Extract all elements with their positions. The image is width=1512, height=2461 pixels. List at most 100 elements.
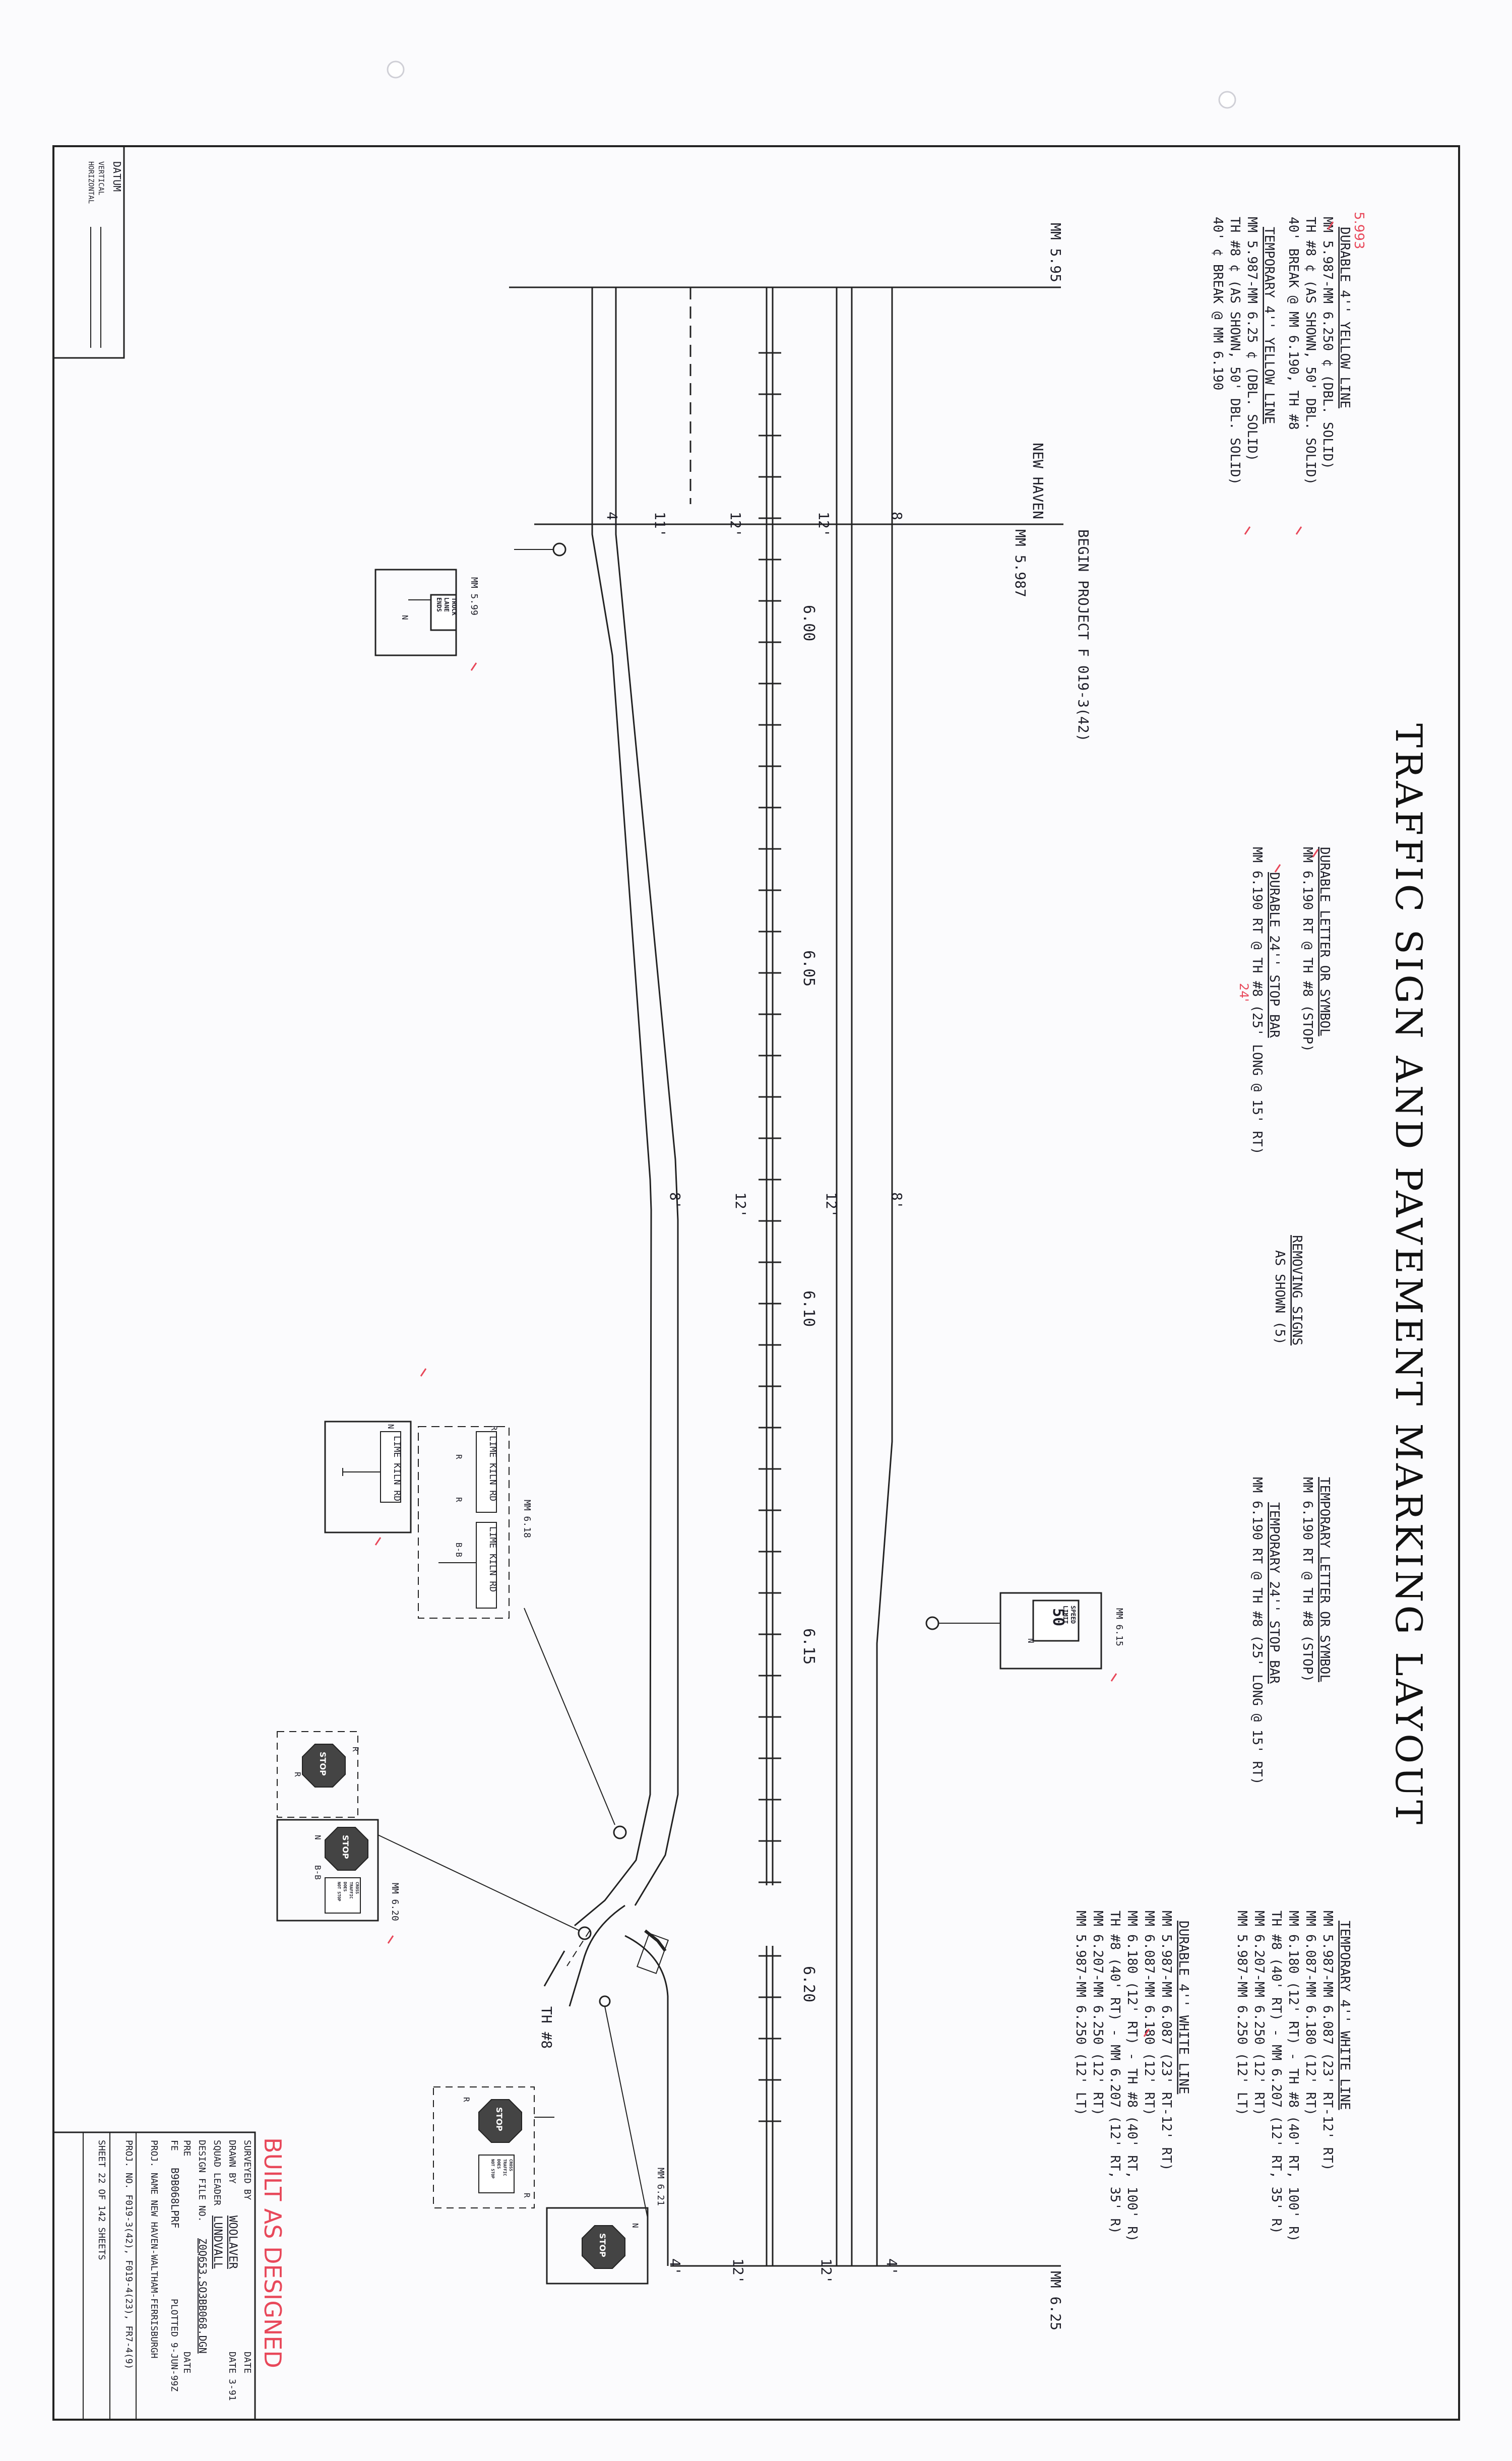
durable-letter-head: DURABLE LETTER OR SYMBOL: [1317, 847, 1332, 1036]
notes-durable-white: DURABLE 4'' WHITE LINE MM 5.987-MM 6.087…: [1073, 1911, 1191, 2242]
lane-width-label: 8': [889, 1192, 905, 1209]
tb-fe: FE: [169, 2140, 179, 2151]
tb-pre: PRE: [181, 2140, 192, 2157]
red-note: 5.993: [1351, 212, 1366, 249]
lane-width-label: 12': [732, 1192, 749, 1218]
station-label: 6.00: [800, 605, 817, 641]
durable-letter-l1: MM 6.190 RT @ TH #8 (STOP): [1300, 847, 1315, 1052]
sign-stop-621: STOP N MM 6.21: [546, 1995, 666, 2285]
tb-squad: SQUAD LEADER: [212, 2140, 222, 2205]
tb-proj-no: PROJ. NO. F019-3(42), F019-4(23), FR7-4(…: [123, 2140, 134, 2369]
datum-box: DATUM VERTICAL HORIZONTAL: [52, 145, 125, 359]
datum-label: DATUM: [111, 161, 123, 192]
yellow-d3: 40' BREAK @ MM 6.190, TH #8: [1286, 217, 1301, 430]
sign7-n: N: [631, 2223, 640, 2228]
durable-white-l1: MM 5.987-MM 6.087 (23' RT-12' RT): [1159, 1911, 1174, 2171]
lane-width-label: 12': [727, 512, 744, 537]
sign6-r: R: [462, 2097, 471, 2102]
punch-hole-right: [1218, 91, 1236, 109]
notes-yellow: DURABLE 4'' YELLOW LINE MM 5.987-MM 6.25…: [1210, 217, 1352, 485]
mm-end-label: MM 6.25: [1047, 2271, 1064, 2330]
th8-edge-c: [624, 1935, 669, 2266]
sign4-stop: STOP: [318, 1752, 328, 1776]
yellow-t1: MM 5.987-MM 6.25 ¢ (DBL. SOLID): [1244, 217, 1259, 461]
sign6-cross-1: CROSS: [509, 2159, 513, 2171]
red-note-text: 5.993: [1351, 212, 1366, 249]
sign2-mm: MM 6.15: [1114, 1608, 1124, 1646]
temp-white-head: TEMPORARY 4'' WHITE LINE: [1337, 1921, 1352, 2110]
sign2-text-2: LIMIT: [1062, 1606, 1069, 1624]
sign1-n: N: [400, 615, 410, 620]
tb-sheet: SHEET 22 OF 142 SHEETS: [96, 2140, 107, 2260]
lane-width-label: 11': [652, 512, 668, 537]
temp-white-l6: MM 5.987-MM 6.250 (12' LT): [1234, 1911, 1249, 2116]
lane-width-label: 12': [823, 1192, 840, 1218]
built-as-designed-stamp: BUILT AS DESIGNED: [259, 2137, 286, 2368]
sign5-cross-2: TRAFFIC: [349, 1882, 353, 1899]
tb-design: DESIGN FILE NO.: [197, 2140, 207, 2222]
tb-proj-name: PROJ. NAME NEW HAVEN-WALTHAM-FERRISBURGH: [149, 2140, 159, 2358]
temp-white-l1: MM 5.987-MM 6.087 (23' RT-12' RT): [1320, 1911, 1335, 2171]
temp-stop-l1: MM 6.190 RT @ TH #8 (25' LONG @ 15' RT): [1249, 1477, 1265, 1785]
temp-letter-l1: MM 6.190 RT @ TH #8 (STOP): [1300, 1477, 1315, 1682]
sign1-text-3: ENDS: [435, 597, 443, 612]
sign-stop-th8: STOP CROSS TRAFFIC DOES NOT STOP R R: [433, 2086, 554, 2208]
punch-hole-left: [387, 60, 405, 79]
yellow-t2: TH #8 ¢ (AS SHOWN, 50' DBL. SOLID): [1227, 217, 1242, 485]
temp-white-l3: MM 6.180 (12' RT) - TH #8 (40' RT, 100' …: [1286, 1911, 1301, 2242]
new-haven-group: NEW HAVEN: [1030, 443, 1046, 519]
durable-white-l4: TH #8 (40' RT) - MM 6.207 (12' RT, 35' R…: [1107, 1911, 1122, 2234]
durable-stop-l1: MM 6.190 RT @ TH #8 (25' LONG @ 15' RT): [1249, 847, 1265, 1154]
durable-stop-red: 24': [1237, 983, 1251, 1002]
tb-fe-val: B9B068LPRF: [169, 2168, 181, 2228]
title-group: TRAFFIC SIGN AND PAVEMENT MARKING LAYOUT: [1388, 723, 1430, 1827]
sheet-border: [52, 145, 1460, 2421]
roadway: [509, 286, 1063, 2267]
sign-truck-lane-ends: MM 5.99 TRUCK LANE ENDS N: [374, 542, 566, 656]
yellow-d2: TH #8 ¢ (AS SHOWN, 50' DBL. SOLID): [1303, 217, 1318, 485]
durable-white-l3: MM 6.180 (12' RT) - TH #8 (40' RT, 100' …: [1124, 1911, 1140, 2242]
durable-stop-head: DURABLE 24'' STOP BAR: [1267, 872, 1282, 1038]
sign4-r2: R: [293, 1772, 302, 1777]
sign-speed-limit: MM 6.15 SPEED LIMIT 50 N: [925, 1592, 1124, 1670]
tb-pre-date: DATE: [181, 2352, 192, 2373]
tb-surveyed-date: DATE: [242, 2352, 253, 2373]
begin-project-group: BEGIN PROJECT F 019-3(42): [1075, 529, 1092, 742]
notes-temp-white: TEMPORARY 4'' WHITE LINE MM 5.987-MM 6.0…: [1234, 1911, 1352, 2242]
datum-vertical: VERTICAL: [97, 161, 105, 195]
th8-center: [566, 1930, 590, 1966]
sign3-r3: R: [454, 1497, 464, 1502]
removing-head: REMOVING SIGNS: [1289, 1235, 1304, 1345]
durable-white-l6: MM 5.987-MM 6.250 (12' LT): [1073, 1911, 1088, 2116]
temp-white-l2: MM 6.087-MM 6.180 (12' RT): [1303, 1911, 1318, 2116]
sign1-mm: MM 5.99: [469, 577, 479, 616]
title-block: SURVEYED BY DATE DRAWN BY WOOLAVER DATE …: [52, 2131, 256, 2421]
sign3-old-n: N: [386, 1424, 396, 1429]
new-haven-mm-group: MM 5.987: [1012, 529, 1029, 597]
notes-removing: REMOVING SIGNS AS SHOWN (5): [1272, 1235, 1304, 1345]
lane-widths: 4'11'12'12'8'8'12'12'8'4'12'12'4': [604, 512, 905, 2284]
th8-label-group: TH #8: [538, 2006, 555, 2049]
notes-temp-letter: TEMPORARY LETTER OR SYMBOL MM 6.190 RT @…: [1249, 1477, 1332, 1785]
begin-project-label: BEGIN PROJECT F 019-3(42): [1075, 529, 1092, 742]
mm-start-label-group: MM 5.95: [1047, 223, 1064, 282]
sign6-r2: R: [522, 2193, 532, 2198]
yellow-head-2: TEMPORARY 4'' YELLOW LINE: [1262, 227, 1277, 424]
sign5-cross-4: NOT STOP: [337, 1882, 341, 1901]
tb-drawn: DRAWN BY: [227, 2140, 237, 2184]
lane-width-label: 8': [889, 512, 905, 529]
sheet-title: TRAFFIC SIGN AND PAVEMENT MARKING LAYOUT: [1388, 723, 1430, 1827]
tb-drawn-val: WOOLAVER: [226, 2216, 239, 2269]
edge-right: [574, 287, 652, 1927]
sign5-mm: MM 6.20: [390, 1883, 400, 1921]
sign-lime-kiln: LIME KILN RD N MM 6.18 LIME KILN RD LIME…: [324, 1421, 627, 1839]
mm-end-label-group: MM 6.25: [1047, 2271, 1064, 2330]
station-ticks: [759, 352, 781, 2122]
tb-surveyed: SURVEYED BY: [242, 2140, 253, 2200]
sign1-text-1: TRUCK: [451, 597, 458, 616]
lane-width-label: 8': [667, 1192, 683, 1209]
yellow-t3: 40' ¢ BREAK @ MM 6.190: [1210, 217, 1225, 390]
tb-drawn-date: DATE 3-91: [227, 2352, 237, 2401]
sign3-new-b-text: LIME KILN RD: [487, 1526, 498, 1592]
